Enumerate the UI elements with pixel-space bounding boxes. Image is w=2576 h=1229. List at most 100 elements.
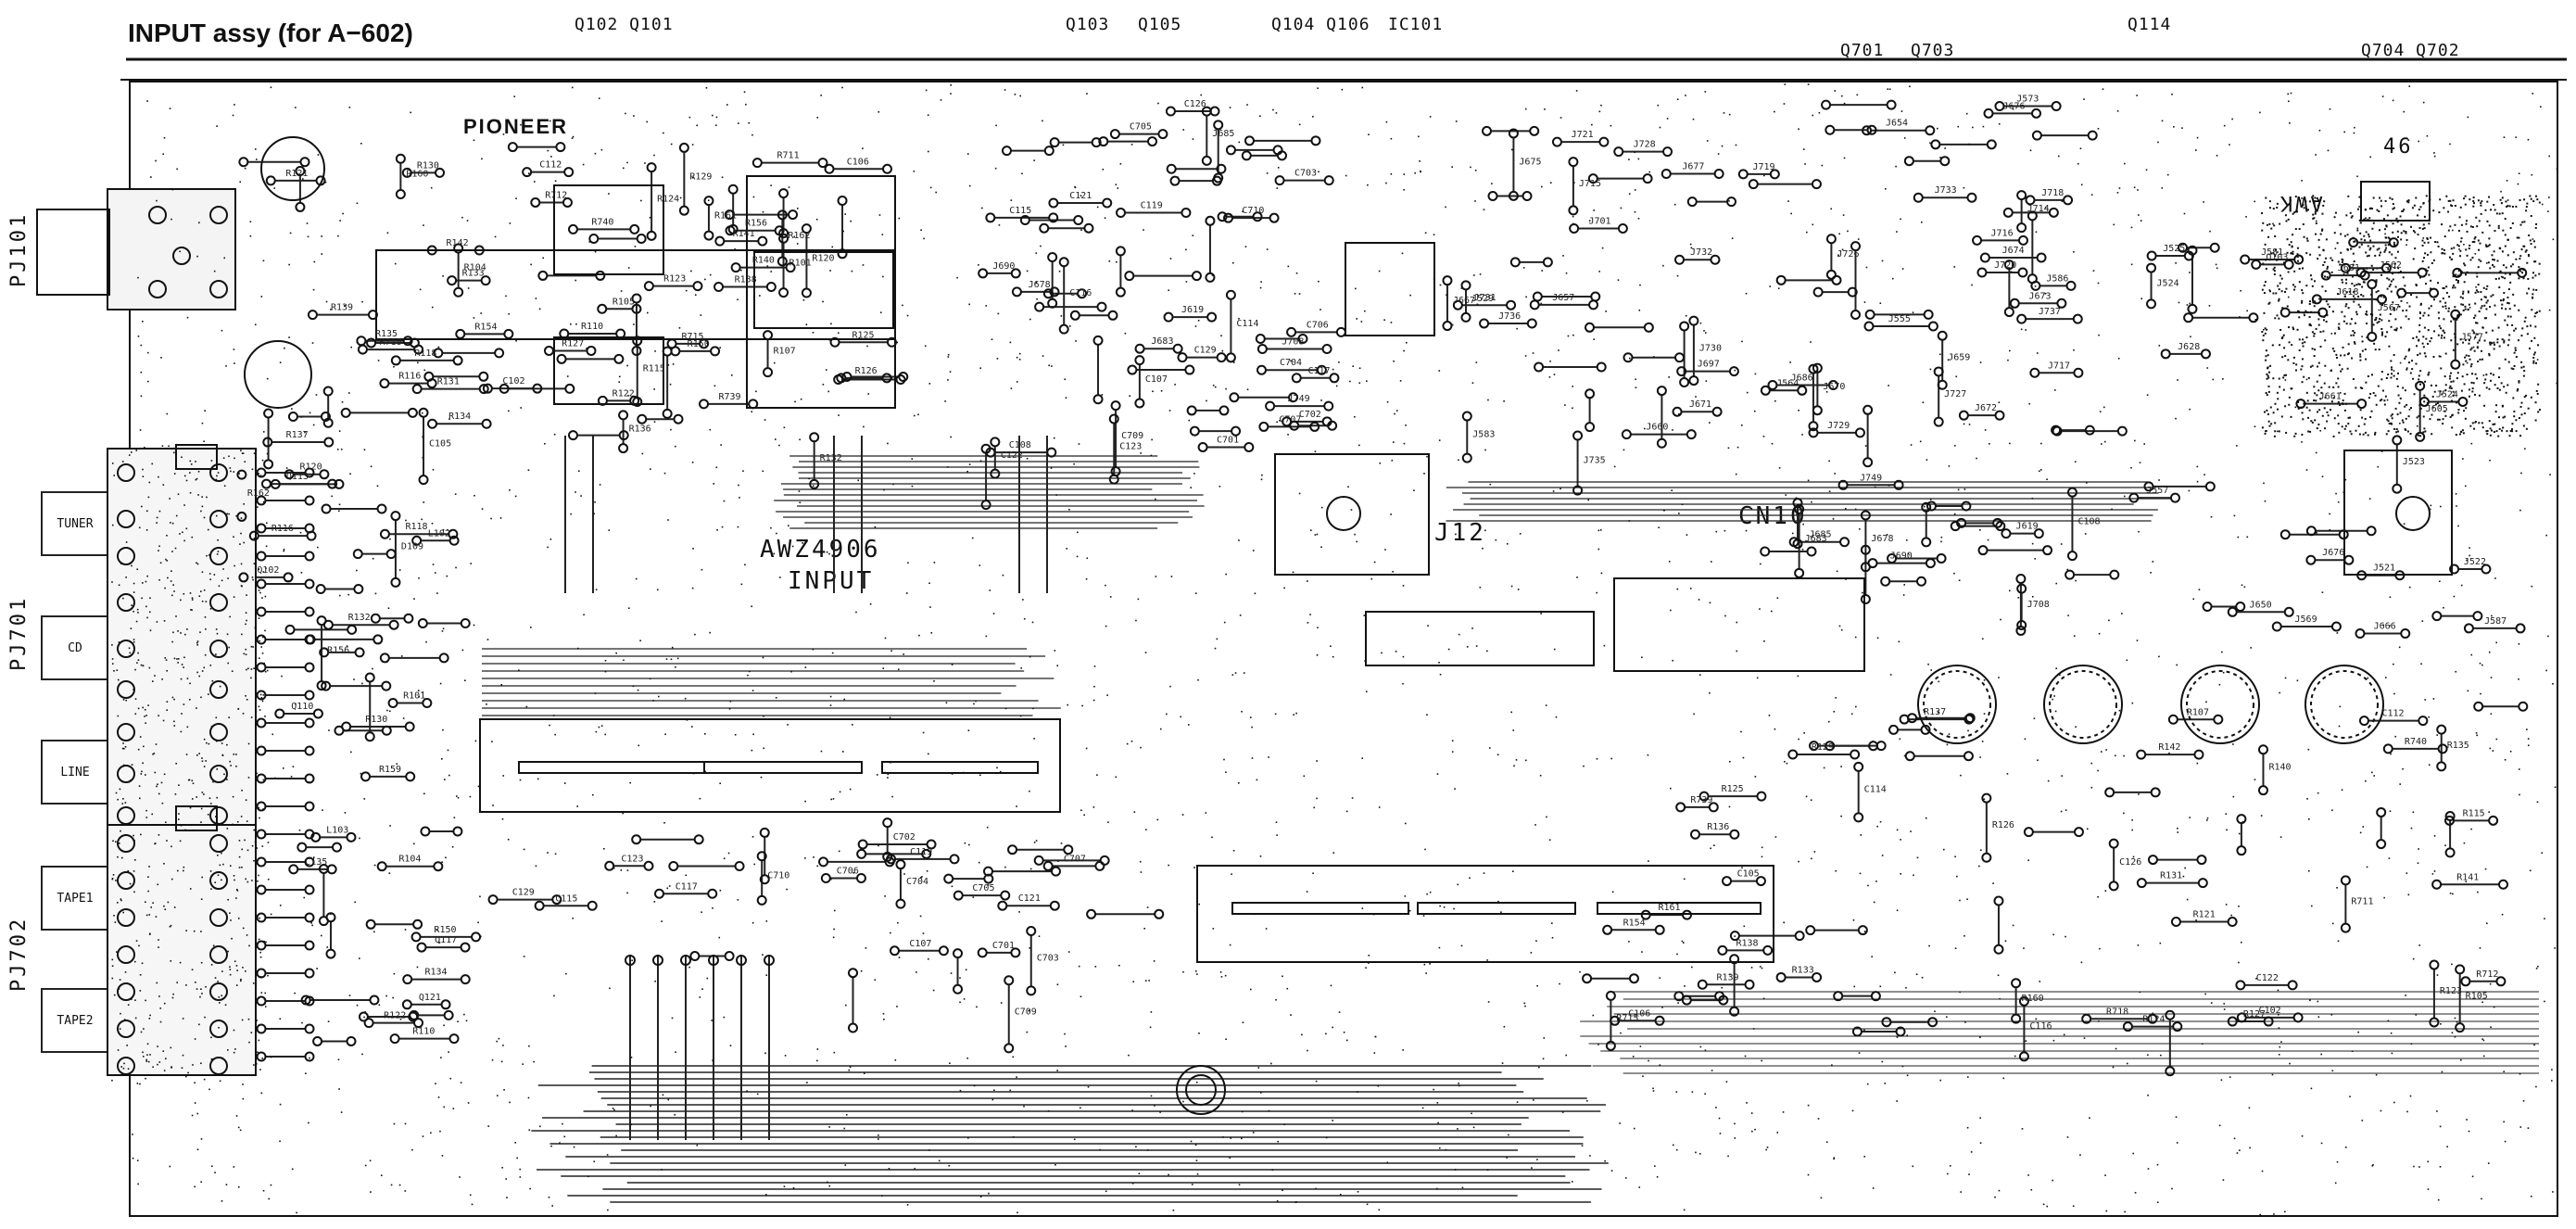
print-speckle (2466, 1119, 2468, 1121)
print-speckle (1832, 518, 1835, 520)
print-speckle (2178, 301, 2180, 304)
print-speckle (2030, 1188, 2033, 1191)
print-speckle (262, 260, 265, 262)
print-speckle (1029, 868, 1032, 870)
input-jumper-pad (256, 745, 267, 756)
print-speckle (2467, 690, 2469, 692)
print-speckle (2288, 244, 2291, 247)
print-speckle (1510, 148, 1513, 151)
print-speckle (2465, 360, 2468, 362)
print-speckle (1345, 810, 1348, 813)
component-pad (1964, 714, 1975, 725)
print-speckle (570, 513, 572, 515)
print-speckle (2369, 313, 2372, 316)
print-speckle (2359, 232, 2362, 234)
print-speckle (678, 327, 681, 329)
print-speckle (1531, 1167, 1533, 1169)
print-speckle (2222, 1179, 2225, 1181)
print-speckle (843, 698, 846, 701)
print-speckle (1358, 444, 1360, 447)
print-speckle (1345, 1039, 1348, 1042)
print-speckle (2444, 308, 2447, 310)
print-speckle (2417, 434, 2419, 437)
component-pad (727, 223, 739, 234)
print-speckle (2473, 240, 2476, 243)
print-speckle (2508, 205, 2511, 208)
print-speckle (2545, 534, 2548, 537)
print-speckle (1963, 423, 1965, 425)
print-speckle (1536, 1159, 1538, 1160)
print-speckle (2276, 259, 2279, 261)
print-speckle (2042, 1203, 2045, 1206)
print-speckle (1457, 883, 1459, 886)
print-speckle (2331, 1070, 2334, 1072)
print-speckle (1054, 1163, 1056, 1166)
component-pad (1756, 791, 1767, 802)
component-pad (563, 167, 575, 178)
print-speckle (1900, 218, 1901, 221)
component-pad (632, 336, 643, 347)
print-speckle (796, 208, 799, 209)
print-speckle (730, 374, 733, 376)
print-speckle (2469, 358, 2471, 361)
component-pad (801, 287, 812, 298)
component-pad (809, 478, 820, 489)
print-speckle (1436, 773, 1439, 775)
print-speckle (448, 774, 450, 777)
print-speckle (1524, 355, 1527, 357)
print-speckle (2372, 1164, 2374, 1166)
print-speckle (1632, 1056, 1635, 1058)
print-speckle (1805, 795, 1808, 798)
print-speckle (876, 774, 878, 776)
component-pad (284, 624, 296, 635)
print-speckle (1238, 539, 1240, 541)
print-speckle (832, 936, 835, 939)
print-speckle (1354, 415, 1356, 418)
print-speckle (1414, 171, 1416, 174)
print-speckle (2035, 231, 2038, 234)
print-speckle (2296, 210, 2299, 213)
print-speckle (1106, 694, 1108, 696)
print-speckle (321, 235, 322, 237)
print-speckle (2503, 292, 2506, 295)
component-pad (1110, 400, 1121, 412)
print-speckle (300, 416, 303, 418)
print-speckle (2427, 1160, 2430, 1163)
print-speckle (191, 1114, 194, 1117)
component-pad (283, 572, 294, 583)
print-speckle (2551, 1069, 2553, 1071)
component-pad (1837, 479, 1849, 490)
print-speckle (2090, 194, 2093, 196)
print-speckle (1768, 715, 1771, 716)
print-speckle (404, 1190, 407, 1192)
print-speckle (1377, 1084, 1380, 1087)
print-speckle (2313, 305, 2316, 308)
print-speckle (253, 829, 255, 831)
print-speckle (1374, 1035, 1377, 1038)
component-pad (1508, 128, 1519, 139)
print-speckle (867, 393, 870, 395)
print-speckle (1409, 574, 1412, 576)
component-pad (1711, 406, 1723, 417)
print-speckle (1727, 447, 1730, 450)
print-speckle (2504, 218, 2507, 221)
print-speckle (2073, 348, 2075, 351)
print-speckle (2309, 324, 2312, 327)
print-speckle (2475, 731, 2478, 734)
print-speckle (359, 837, 360, 840)
print-speckle (1787, 200, 1789, 202)
print-speckle (2456, 281, 2459, 284)
print-speckle (2458, 433, 2461, 436)
component-pad (1058, 323, 1069, 335)
print-speckle (2263, 482, 2265, 485)
board-outline (120, 57, 2567, 1217)
print-speckle (2494, 411, 2497, 413)
print-speckle (2222, 671, 2225, 674)
print-speckle (829, 695, 832, 698)
print-speckle (2393, 692, 2395, 695)
print-speckle (1703, 330, 1705, 332)
print-speckle (1316, 533, 1319, 536)
component-pad (248, 530, 259, 541)
component-pad (759, 874, 770, 885)
component-pad (1043, 146, 1054, 157)
